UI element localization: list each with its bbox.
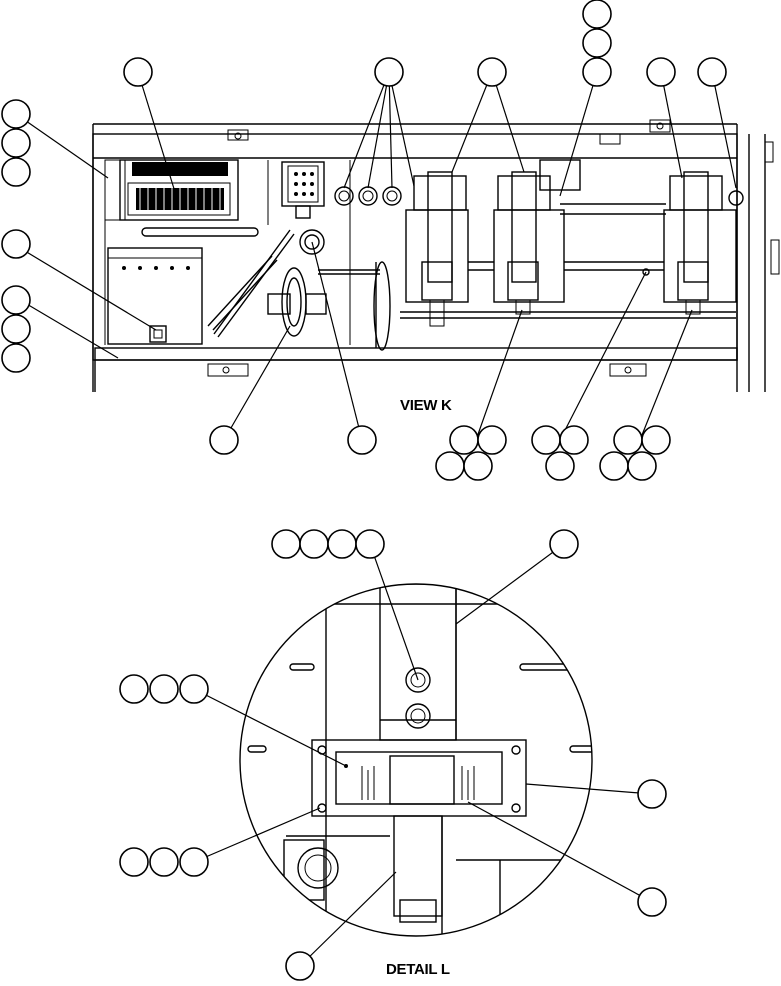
callout-bubble — [582, 57, 612, 87]
callout-bubble — [149, 847, 179, 877]
callout-bubble — [435, 451, 465, 481]
callout-bubble — [179, 674, 209, 704]
view-k-leaders — [15, 71, 737, 441]
callout-bubble — [531, 425, 561, 455]
mounting-plate — [107, 247, 203, 345]
round-fittings — [334, 186, 402, 206]
callout-bubble — [119, 674, 149, 704]
view-k-drawing — [92, 119, 780, 392]
callout-bubble — [599, 451, 629, 481]
callout-bubble — [646, 57, 676, 87]
pulley-assembly — [267, 229, 391, 351]
callout-bubble — [285, 951, 315, 981]
callout-bubble — [637, 779, 667, 809]
callout-bubble — [1, 343, 31, 373]
callout-bubble — [463, 451, 493, 481]
callout-bubble — [1, 128, 31, 158]
callout-bubble — [299, 529, 329, 559]
terminal-block — [119, 159, 259, 237]
callout-bubble — [179, 847, 209, 877]
callout-bubble — [477, 57, 507, 87]
contactor-units — [400, 159, 744, 327]
callout-bubble — [149, 674, 179, 704]
cabinet-frame — [92, 119, 780, 392]
callout-bubble — [327, 529, 357, 559]
callout-bubble — [545, 451, 575, 481]
view-k-callouts — [1, 0, 727, 481]
detail-l-leaders — [193, 543, 653, 967]
callout-bubble — [1, 99, 31, 129]
callout-bubble — [641, 425, 671, 455]
callout-bubble — [1, 157, 31, 187]
callout-bubble — [271, 529, 301, 559]
callout-bubble — [582, 0, 612, 29]
callout-bubble — [477, 425, 507, 455]
detail-l-drawing — [239, 583, 593, 937]
callout-bubble — [449, 425, 479, 455]
detail-circle — [239, 583, 593, 937]
callout-bubble — [1, 314, 31, 344]
callout-bubble — [559, 425, 589, 455]
callout-bubble — [627, 451, 657, 481]
callout-bubble — [697, 57, 727, 87]
callout-bubble — [582, 28, 612, 58]
callout-bubble — [347, 425, 377, 455]
callout-bubble — [637, 887, 667, 917]
callout-bubble — [119, 847, 149, 877]
callout-bubble — [1, 229, 31, 259]
callout-bubble — [1, 285, 31, 315]
callout-bubble — [355, 529, 385, 559]
struts — [207, 229, 295, 338]
callout-bubble — [374, 57, 404, 87]
view-k-title: VIEW K — [400, 397, 452, 414]
detail-l-callouts — [119, 529, 667, 981]
callout-bubble — [123, 57, 153, 87]
relay-unit — [281, 161, 325, 219]
callout-bubble — [549, 529, 579, 559]
callout-bubble — [209, 425, 239, 455]
callout-bubble — [613, 425, 643, 455]
detail-l-title: DETAIL L — [386, 961, 450, 978]
